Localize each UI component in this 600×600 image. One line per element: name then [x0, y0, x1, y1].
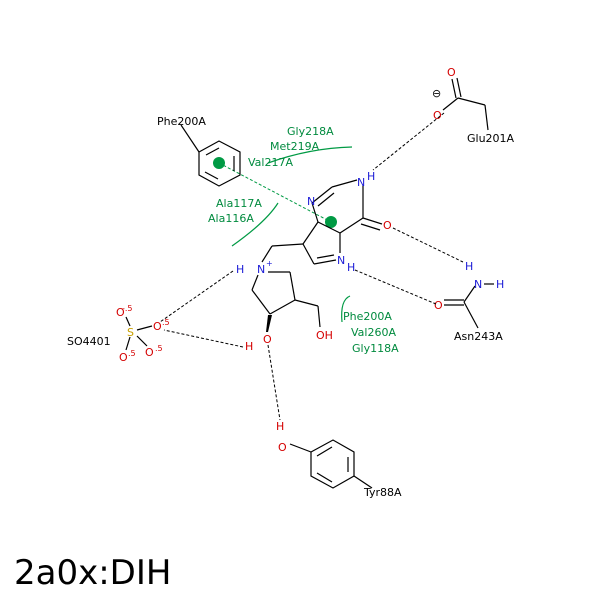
atom-h-ring-top: H [367, 170, 375, 183]
pi-center-phe200a [213, 157, 225, 169]
pi-center-ligand [325, 216, 337, 228]
hbond-carbonyl-asn [392, 227, 464, 263]
partial-so4-bottom-right: .5 [155, 344, 163, 353]
asn243a-group [444, 283, 494, 329]
residue-asn243a: Asn243A [454, 330, 503, 343]
glu201a-group [442, 77, 489, 131]
hydrophobic-arc-top [267, 146, 353, 164]
residue-glu201a: Glu201A [467, 132, 515, 145]
hbond-glu-nh [372, 112, 445, 171]
atom-o-asn: O [434, 299, 443, 312]
hydrophobic-ala117a: Ala117A [216, 197, 262, 210]
residue-so4401: SO4401 [67, 335, 111, 348]
hydrophobic-val260a: Val260A [351, 326, 396, 339]
hydrophobic-met219a: Met219A [270, 140, 320, 153]
atom-o-ring: O [263, 333, 272, 346]
atom-o-so4-right: O [153, 320, 162, 333]
tyr88a-ring [289, 439, 373, 489]
atom-o-tyr: O [278, 441, 287, 454]
residue-tyr88a: Tyr88A [363, 486, 402, 499]
hydrophobic-gly118a: Gly118A [352, 342, 399, 355]
hydrophobic-arc-left [231, 202, 279, 247]
partial-so4-right: .5 [162, 318, 170, 327]
ligand-bicycle [261, 179, 383, 265]
atom-nh-ring-top: N [357, 176, 365, 189]
hydrophobic-phe200a: Phe200A [343, 310, 392, 323]
atom-o-so4-top: O [116, 306, 125, 319]
hbond-ringo-so4 [163, 329, 244, 348]
hbond-ringo-tyr [267, 344, 281, 421]
pi-stacking-line [218, 162, 332, 223]
atom-h-asn-right: H [496, 278, 504, 291]
phe200a-ring [180, 124, 241, 187]
wedge-bond [266, 315, 272, 332]
hydrophobic-val217a: Val217A [248, 156, 293, 169]
atom-h-ammonium: H [236, 263, 244, 276]
hydrophobic-ala116a: Ala116A [208, 212, 254, 225]
atom-n-ring-left: N [307, 195, 315, 208]
atom-o-glu-top: O [447, 66, 456, 79]
atom-h-ring-o: H [245, 340, 253, 353]
partial-so4-bottom: .5 [128, 349, 136, 358]
page-title: 2a0x:DIH [14, 553, 171, 593]
atom-o-so4-bottom-right: O [145, 346, 154, 359]
atom-h-asn-top: H [465, 260, 473, 273]
atom-n-plus: + [266, 259, 273, 268]
hydrophobic-gly218a: Gly218A [287, 125, 334, 138]
ligand-pyrrolidine [251, 271, 321, 332]
atom-s-so4: S [127, 326, 134, 339]
so4-group [125, 316, 153, 351]
atom-oh-side: OH [316, 329, 333, 342]
atom-o-so4-bottom: O [119, 351, 128, 364]
atom-h-pyrrole: H [347, 261, 355, 274]
atom-n-asn: N [474, 278, 482, 291]
partial-so4-top: -.5 [122, 304, 133, 313]
atom-n-ammonium: N [257, 263, 265, 276]
hydrophobic-arc-right [341, 295, 351, 323]
hbond-ammonium-so4 [159, 270, 234, 323]
residue-phe200a-top: Phe200A [157, 115, 206, 128]
atom-nh-pyrrole: N [337, 254, 345, 267]
atom-o-carbonyl: O [383, 219, 392, 232]
atom-h-tyr: H [276, 420, 284, 433]
glu-charge: ⊖ [432, 87, 441, 100]
atom-o-glu-bottom: O [433, 109, 442, 122]
hbond-pyrrole-asn [354, 269, 437, 305]
